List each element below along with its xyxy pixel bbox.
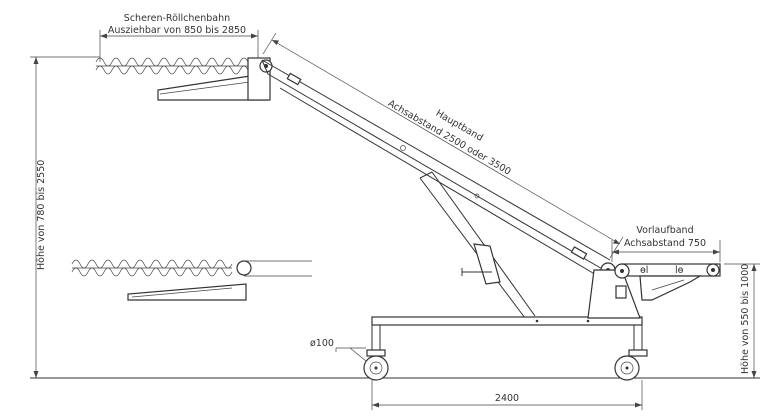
support-strut (419, 171, 536, 319)
scissor-range: Ausziehbar von 850 bis 2850 (108, 25, 246, 36)
feed-height-dimension: Höhe von 550 bis 1000 (724, 263, 760, 378)
main-range: Achsabstand 2500 oder 3500 (386, 98, 513, 177)
feed-range: Achsabstand 750 (624, 238, 706, 249)
total-height-label: Höhe von 780 bis 2550 (36, 160, 47, 270)
base-frame (371, 269, 643, 352)
feed-height-label: Höhe von 550 bis 1000 (740, 264, 751, 374)
scissor-conveyor-retracted (71, 259, 312, 301)
caster-right (614, 349, 648, 381)
wheel-diameter-callout: ø100 (310, 338, 367, 362)
scissor-roller-conveyor: Scheren-Röllchenbahn Ausziehbar von 850 … (95, 13, 273, 101)
svg-text:lɵ: lɵ (675, 265, 684, 276)
scissor-title: Scheren-Röllchenbahn (124, 13, 230, 24)
total-height-dimension: Höhe von 780 bis 2550 (30, 56, 100, 378)
wheel-diameter-label: ø100 (310, 338, 334, 349)
caster-left (363, 349, 389, 381)
main-conveyor: Hauptband Achsabstand 2500 oder 3500 (261, 32, 624, 278)
base-length-dimension: 2400 (371, 380, 643, 410)
feed-title: Vorlaufband (636, 225, 693, 236)
feed-conveyor: Vorlaufband Achsabstand 750 ɵl lɵ (611, 225, 721, 301)
base-length-label: 2400 (495, 393, 519, 404)
svg-text:ɵl: ɵl (640, 265, 648, 276)
